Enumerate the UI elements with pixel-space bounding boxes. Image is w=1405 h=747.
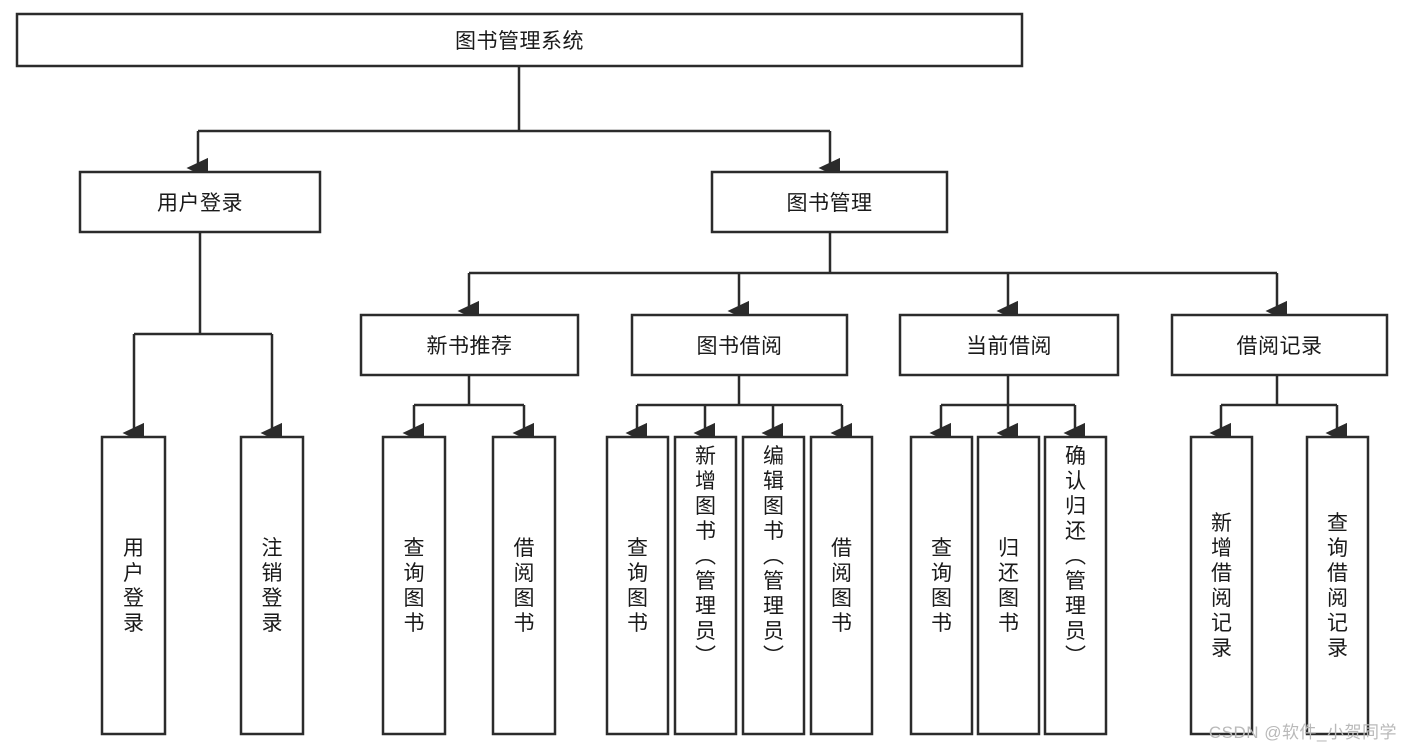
- node-box-leaf-add-book-admin[interactable]: [673, 435, 738, 736]
- node-box-leaf-edit-book-admin[interactable]: [741, 435, 806, 736]
- node-box-new-book-recommend[interactable]: [359, 313, 580, 377]
- node-box-book-management[interactable]: [710, 170, 949, 234]
- node-box-leaf-add-borrow-record[interactable]: [1189, 435, 1254, 736]
- csdn-watermark: CSDN @软件_小贺同学: [1208, 723, 1397, 742]
- node-box-leaf-query-book-1[interactable]: [381, 435, 447, 736]
- node-box-leaf-query-book-3[interactable]: [909, 435, 974, 736]
- node-box-leaf-user-login[interactable]: [100, 435, 167, 736]
- node-box-leaf-query-book-2[interactable]: [605, 435, 670, 736]
- node-box-current-borrow[interactable]: [898, 313, 1120, 377]
- node-box-leaf-query-borrow-record[interactable]: [1305, 435, 1370, 736]
- node-box-leaf-logout-login[interactable]: [239, 435, 305, 736]
- node-box-borrow-record[interactable]: [1170, 313, 1389, 377]
- node-box-leaf-borrow-book-1[interactable]: [491, 435, 557, 736]
- node-box-root[interactable]: [15, 12, 1024, 68]
- node-box-leaf-return-book[interactable]: [976, 435, 1041, 736]
- node-box-book-borrow[interactable]: [630, 313, 849, 377]
- node-box-leaf-confirm-return-admin[interactable]: [1043, 435, 1108, 736]
- node-box-leaf-borrow-book-2[interactable]: [809, 435, 874, 736]
- node-box-user-login[interactable]: [78, 170, 322, 234]
